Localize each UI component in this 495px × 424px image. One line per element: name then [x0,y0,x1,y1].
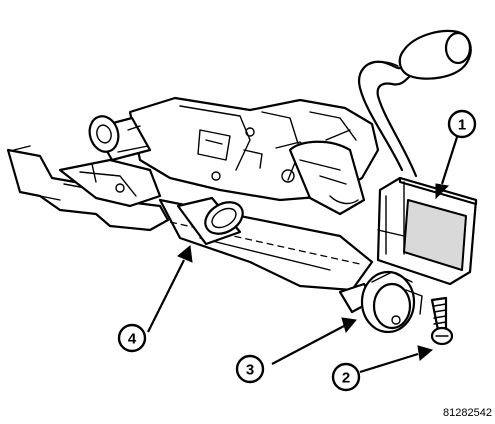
callout-4: 4 [117,323,147,353]
arrowhead-2 [417,345,434,361]
tilt-bracket [288,140,366,216]
leader-1 [440,133,460,185]
figure-id: 81282542 [443,407,492,419]
callout-4-label: 4 [128,331,137,348]
callout-1: 1 [447,109,477,139]
callout-3: 3 [235,354,265,384]
arrowhead-1 [435,183,450,200]
callout-4-circle [117,323,147,353]
arrowhead-4 [177,245,193,263]
callout-3-circle [235,354,265,384]
leader-lines [147,133,460,374]
item-3-ring [338,270,423,334]
callout-1-label: 1 [458,117,466,134]
callout-2-circle [331,362,361,392]
item-2-screw [430,296,454,346]
shift-lever [358,29,472,178]
callout-1-circle [447,109,477,139]
callout-2-label: 2 [342,370,350,387]
leader-2 [359,352,419,374]
callout-3-label: 3 [246,362,254,379]
item-4-collar [176,196,244,246]
leader-3 [271,325,345,365]
arrowhead-3 [341,317,357,334]
steering-shaft [88,115,152,162]
leader-4 [147,259,185,333]
item-1-module [376,176,478,286]
callout-2: 2 [331,362,361,392]
mounting-bracket [6,145,170,232]
